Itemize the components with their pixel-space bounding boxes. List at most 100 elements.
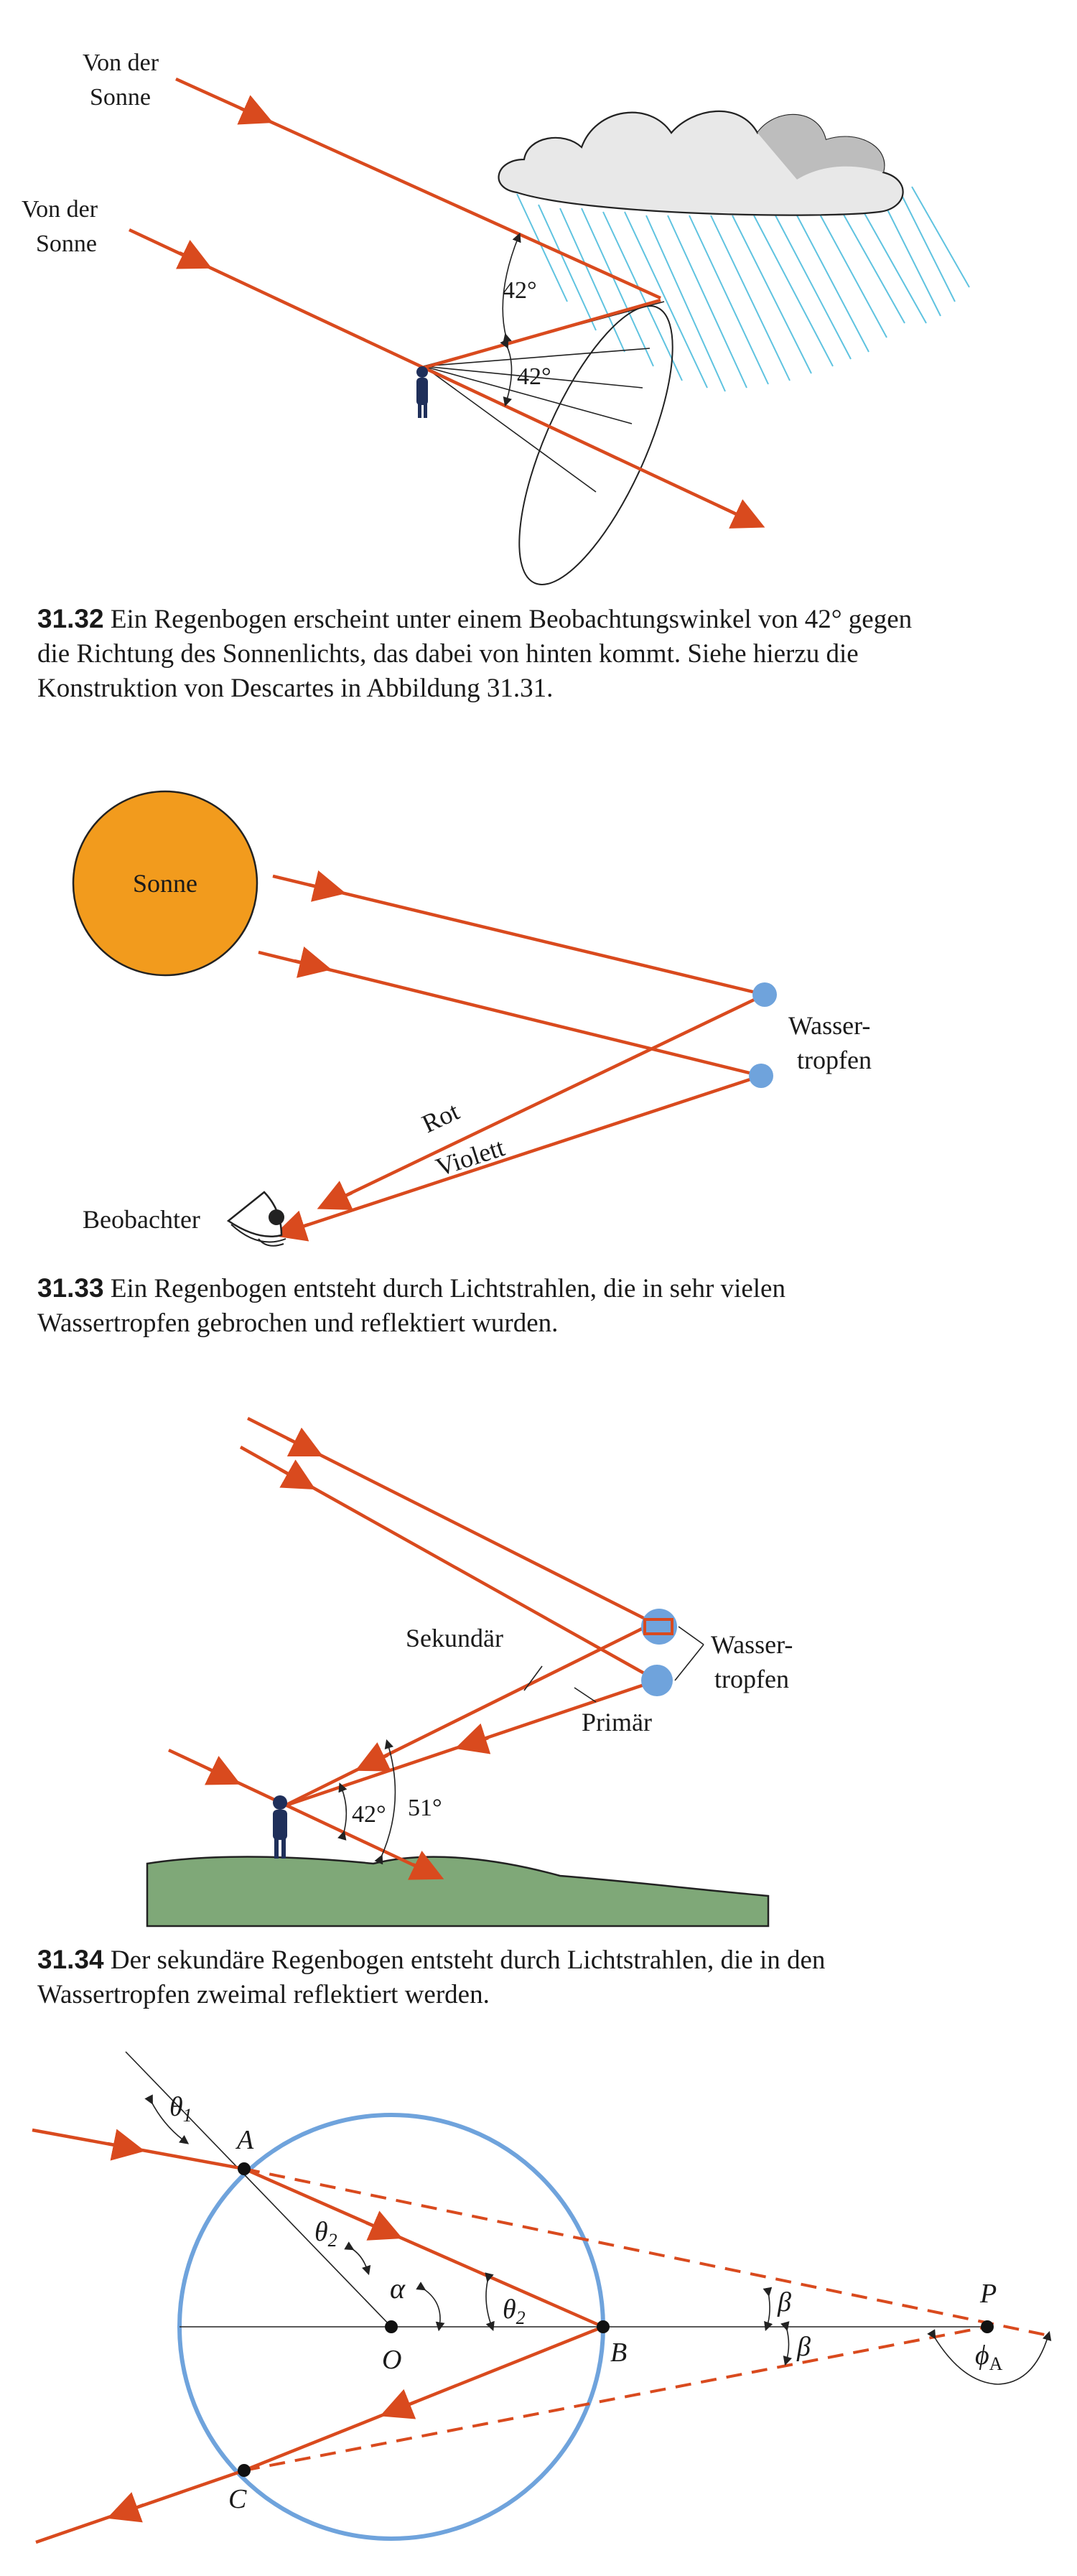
- sun-ray-upper-arrow: [308, 870, 346, 902]
- dashed-extension-upper: [243, 2167, 1049, 2337]
- angle-arc-42: [337, 1782, 348, 1841]
- sun-ray-upper: [272, 874, 765, 997]
- angle-arc-51: [374, 1739, 396, 1865]
- arc-beta-upper: [763, 2287, 773, 2332]
- sun-ray-lower-arrow: [175, 239, 213, 269]
- sun-ray-upper-arrow: [237, 95, 274, 125]
- ground: [146, 1856, 770, 1928]
- caption-number: 31.32: [37, 604, 104, 633]
- point-B: [597, 2320, 610, 2333]
- incoming-ray: [32, 2128, 245, 2171]
- label-water-drops: Wasser-tropfen: [711, 1630, 793, 1693]
- sun-ray-lower: [258, 950, 762, 1078]
- arc-phi: [927, 2329, 1052, 2385]
- caption-text: Ein Regenbogen erscheint unter einem Beo…: [37, 605, 913, 703]
- label-sun: Sonne: [133, 869, 197, 898]
- label-angle-42-a: 42°: [503, 277, 537, 304]
- label-beta-lower: β: [796, 2332, 811, 2362]
- figure-31-35-diagram: θ1 A θ2 α θ2 O B β β P ϕA C: [32, 2051, 1052, 2544]
- water-drop-lower: [749, 1064, 773, 1088]
- label-alpha: α: [390, 2272, 406, 2305]
- water-drop-upper-internal: [643, 1618, 673, 1635]
- observer-figure: [416, 366, 428, 418]
- observer-figure: [273, 1795, 287, 1859]
- point-A: [238, 2162, 251, 2175]
- caption-text: Ein Regenbogen entsteht durch Lichtstrah…: [37, 1274, 785, 1338]
- caption-31-32: 31.32 Ein Regenbogen erscheint unter ein…: [37, 602, 928, 706]
- label-beta-upper: β: [777, 2287, 791, 2317]
- point-P: [981, 2320, 994, 2333]
- figure-31-33: Sonne Wasser-tropfen Rot Violett Beobach…: [0, 776, 1077, 1393]
- angle-arc-upper: [502, 233, 521, 343]
- figure-31-34: Sekundär Primär Wasser-tropfen 42° 51° 3…: [0, 1393, 1077, 2025]
- label-violet: Violett: [432, 1133, 508, 1181]
- violet-ray: [286, 1074, 762, 1234]
- sunlight-direction-ray: [168, 1748, 428, 1874]
- sun-disc: [72, 790, 258, 977]
- label-angle-42-b: 42°: [517, 363, 551, 390]
- observation-ray: [423, 298, 661, 370]
- reflected-ray: [243, 2325, 604, 2473]
- dashed-extension-lower: [243, 2325, 988, 2472]
- incoming-ray-arrow: [107, 2129, 146, 2161]
- leader-lines: [523, 1626, 704, 1703]
- label-O: O: [382, 2345, 401, 2375]
- label-P: P: [979, 2279, 997, 2309]
- label-A: A: [235, 2125, 254, 2155]
- point-C: [238, 2464, 251, 2477]
- refracted-ray: [243, 2167, 604, 2329]
- label-angle-51: 51°: [408, 1795, 442, 1821]
- outgoing-ray-arrow: [106, 2492, 144, 2523]
- secondary-ray-arrow: [355, 1742, 392, 1772]
- label-secondary: Sekundär: [406, 1624, 503, 1652]
- label-theta2-a: θ2: [314, 2217, 337, 2251]
- observer-eye-icon: [226, 1191, 286, 1247]
- sun-ray-lower: [129, 228, 751, 523]
- caption-number: 31.33: [37, 1273, 104, 1303]
- cloud: [498, 110, 904, 216]
- label-observer: Beobachter: [83, 1205, 200, 1234]
- incoming-ray-upper: [246, 1416, 662, 1629]
- red-ray-arrow: [317, 1181, 353, 1210]
- figure-31-34-diagram: Sekundär Primär Wasser-tropfen 42° 51°: [146, 1416, 793, 1928]
- sunlight-direction-arrow: [204, 1755, 241, 1785]
- label-red: Rot: [417, 1097, 463, 1138]
- rain-streaks: [516, 186, 970, 392]
- point-O: [385, 2320, 398, 2333]
- arc-theta2-b: [485, 2272, 495, 2332]
- red-ray: [330, 992, 765, 1205]
- refracted-ray-arrow: [365, 2210, 403, 2241]
- label-theta2-b: θ2: [503, 2294, 526, 2328]
- label-theta1: θ1: [169, 2092, 192, 2126]
- water-drop-lower: [641, 1665, 673, 1696]
- figure-31-33-diagram: Sonne Wasser-tropfen Rot Violett Beobach…: [72, 790, 872, 1247]
- rainbow-cone-ellipse: [518, 305, 673, 585]
- sun-ray-lower-arrow: [294, 946, 332, 978]
- label-water-drops: Wasser-tropfen: [788, 1011, 872, 1074]
- incoming-ray-upper-arrow: [286, 1427, 324, 1457]
- arc-theta2-a: [344, 2241, 371, 2276]
- incoming-ray-lower-arrow: [279, 1459, 316, 1490]
- label-C: C: [228, 2484, 247, 2514]
- reflected-ray-arrow: [380, 2389, 417, 2419]
- label-phi: ϕA: [975, 2340, 1003, 2374]
- label-angle-42: 42°: [352, 1801, 386, 1828]
- angle-arc-lower: [500, 338, 513, 407]
- violet-ray-arrow: [273, 1210, 309, 1242]
- caption-number: 31.34: [37, 1945, 104, 1974]
- caption-31-33: 31.33 Ein Regenbogen entsteht durch Lich…: [37, 1271, 928, 1341]
- water-drop-upper: [641, 1609, 677, 1645]
- primary-ray-arrow: [454, 1723, 491, 1754]
- sunlight-direction-end: [407, 1850, 444, 1880]
- label-primary: Primär: [582, 1708, 652, 1736]
- arc-beta-lower: [780, 2321, 792, 2366]
- label-B: B: [610, 2338, 627, 2368]
- water-drop-upper: [752, 982, 777, 1007]
- secondary-ray: [283, 1624, 647, 1808]
- sun-ray-lower-end: [717, 499, 765, 529]
- figure-31-35: θ1 A θ2 α θ2 O B β β P ϕA C: [0, 2040, 1077, 2576]
